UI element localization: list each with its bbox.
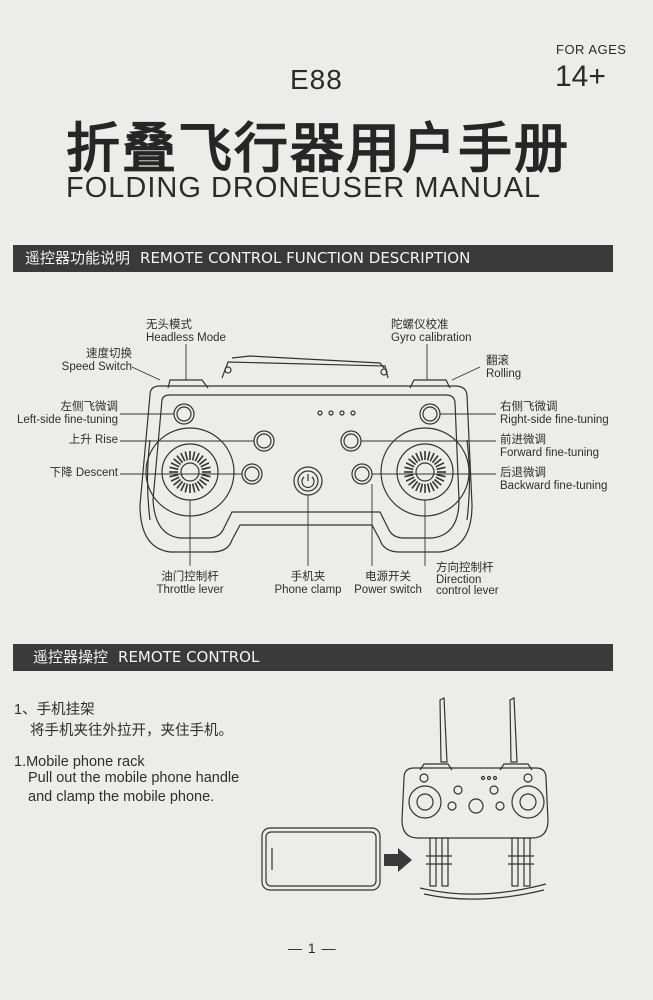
label-rise: 上升 Rise [6,434,118,447]
step1-cn-title: 1、手机挂架 [14,702,95,718]
model-number: E88 [290,64,343,95]
step1-cn-text: 将手机夹往外拉开，夹住手机。 [30,723,233,739]
label-right-fine-tuning: 右侧飞微调 Right-side fine-tuning [500,401,609,427]
label-rolling-en: Rolling [486,368,522,380]
label-speed-cn: 速度切换 [86,348,132,360]
label-gyro-cn: 陀螺仪校准 [391,319,449,331]
label-throttle-cn: 油门控制杆 [161,571,219,583]
label-phone-clamp: 手机夹 Phone clamp [266,571,350,597]
step1-en-line1: Pull out the mobile phone handle [28,770,240,786]
label-speed-en: Speed Switch [61,361,132,373]
label-rise-cn: 上升 [68,434,92,446]
label-rolling-cn: 翻滚 [486,355,509,367]
label-backward-en: Backward fine-tuning [500,480,608,492]
section2-title-en: REMOTE CONTROL [118,648,260,666]
label-right-fine-cn: 右侧飞微调 [500,401,558,413]
label-backward-fine-tuning: 后退微调 Backward fine-tuning [500,467,607,493]
label-direction-en-2: control lever [436,585,499,597]
label-descent: 下降 Descent [6,467,118,480]
label-direction-lever: 方向控制杆 Direction control lever [436,562,499,597]
label-headless-en: Headless Mode [146,332,226,344]
label-power-en: Power switch [354,584,422,596]
label-backward-cn: 后退微调 [500,467,546,479]
label-descent-en: Descent [75,467,118,479]
label-rolling: 翻滚 Rolling [486,355,521,381]
label-left-fine-tuning: 左侧飞微调 Left-side fine-tuning [6,401,118,427]
label-direction-en-1: Direction [436,574,482,586]
step1-en-line2: and clamp the mobile phone. [28,789,215,805]
section-banner-function: 遥控器功能说明 REMOTE CONTROL FUNCTION DESCRIPTI… [13,245,613,272]
page-number: — 1 — [288,940,337,956]
label-forward-en: Forward fine-tuning [500,447,600,459]
label-clamp-cn: 手机夹 [290,571,326,583]
label-clamp-en: Phone clamp [274,584,342,596]
label-power-cn: 电源开关 [365,571,411,583]
section-banner-control: 遥控器操控 REMOTE CONTROL [13,644,613,671]
section-title-en: REMOTE CONTROL FUNCTION DESCRIPTION [140,249,471,267]
label-gyro-calibration: 陀螺仪校准 Gyro calibration [391,319,472,345]
label-headless-mode: 无头模式 Headless Mode [138,319,238,345]
label-left-fine-en: Left-side fine-tuning [16,414,118,426]
label-forward-cn: 前进微调 [500,434,546,446]
label-headless-cn: 无头模式 [146,319,192,331]
label-left-fine-cn: 左侧飞微调 [60,401,119,413]
title-chinese: 折叠飞行器用户手册 [66,117,570,180]
section-title-cn: 遥控器功能说明 [25,249,131,267]
section2-title-cn: 遥控器操控 [33,648,109,666]
label-direction-cn: 方向控制杆 [436,562,494,574]
title-english: FOLDING DRONEUSER MANUAL [66,172,542,204]
age-label: FOR AGES [556,42,627,57]
label-descent-cn: 下降 [49,467,73,479]
age-value: 14+ [555,60,606,93]
label-gyro-en: Gyro calibration [391,332,472,344]
label-right-fine-en: Right-side fine-tuning [500,414,609,426]
label-speed-switch: 速度切换 Speed Switch [30,348,132,374]
label-throttle-en: Throttle lever [156,584,224,596]
label-rise-en: Rise [94,434,118,446]
label-forward-fine-tuning: 前进微调 Forward fine-tuning [500,434,599,460]
label-power-switch: 电源开关 Power switch [348,571,428,597]
label-throttle-lever: 油门控制杆 Throttle lever [145,571,235,597]
step1-en-title: 1.Mobile phone rack [14,754,145,770]
